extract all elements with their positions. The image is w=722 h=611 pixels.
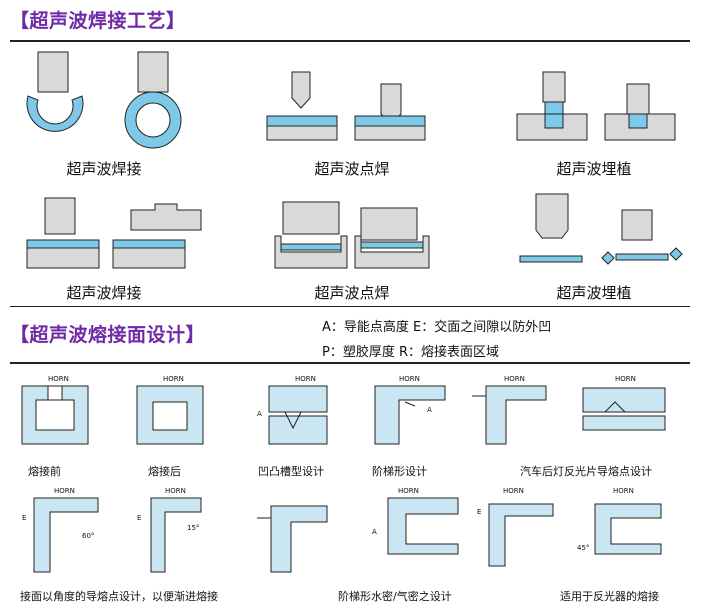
mark-a: A — [257, 410, 262, 418]
caption-weld-1: 超声波焊接 — [66, 160, 142, 178]
fig-ultrasonic-weld-flat — [26, 197, 202, 269]
horn-label: HORN — [615, 375, 636, 383]
fig-ultrasonic-spot-weld — [266, 71, 426, 141]
section2-divider — [10, 362, 690, 364]
mark-e: E — [137, 514, 141, 522]
angle-15: 15° — [187, 524, 199, 532]
caption-spot-weld-2: 超声波点焊 — [314, 284, 390, 302]
horn-label: HORN — [165, 487, 186, 495]
horn-label: HORN — [163, 375, 184, 383]
fig-angled-energy-director: HORN E 60° — [22, 487, 99, 573]
horn-label: HORN — [54, 487, 75, 495]
fig-ultrasonic-insert-2 — [519, 193, 683, 265]
fig-step-design: HORN A — [374, 375, 446, 445]
fig-angled-energy-director-2: HORN E 15° — [137, 487, 202, 573]
section1-divider — [10, 40, 690, 42]
label-angled-energy-director: 接面以角度的导熔点设计，以便渐进熔接 — [20, 590, 218, 603]
horn-label: HORN — [398, 487, 419, 495]
caption-insert-1: 超声波埋植 — [556, 160, 632, 178]
caption-weld-2: 超声波焊接 — [66, 284, 142, 302]
fig-before-welding: HORN — [21, 375, 89, 445]
horn-label: HORN — [399, 375, 420, 383]
label-step-watertight: 阶梯形水密/气密之设计 — [338, 590, 452, 603]
angle-60: 60° — [82, 532, 94, 540]
caption-spot-weld-1: 超声波点焊 — [314, 160, 390, 178]
horn-label: HORN — [48, 375, 69, 383]
label-before-welding: 熔接前 — [28, 465, 61, 478]
mark-a: A — [372, 528, 377, 536]
label-taillight-reflector: 汽车后灯反光片导熔点设计 — [520, 465, 652, 478]
fig-step-watertight-design: HORN A — [372, 487, 459, 555]
fig-ultrasonic-spot-weld-2 — [274, 201, 430, 269]
caption-insert-2: 超声波埋植 — [556, 284, 632, 302]
section2-top-divider — [10, 306, 690, 307]
fig-after-welding: HORN — [136, 375, 204, 445]
legend-line-1: A：导能点高度 E：交面之间隙以防外凹 — [322, 320, 552, 335]
mark-a: A — [427, 406, 432, 414]
horn-label: HORN — [613, 487, 634, 495]
fig-reflector-weld: HORN 45° — [577, 487, 662, 555]
angle-45: 45° — [577, 544, 589, 552]
fig-step-design-2: HORN — [472, 375, 547, 445]
section1-title: 【超声波焊接工艺】 — [10, 10, 186, 32]
mark-e: E — [477, 508, 481, 516]
fig-ultrasonic-weld-ring — [26, 51, 182, 149]
horn-label: HORN — [503, 487, 524, 495]
label-reflector-weld: 适用于反光器的熔接 — [560, 590, 659, 603]
legend-line-2: P：塑胶厚度 R：熔接表面区域 — [322, 345, 500, 360]
fig-step-watertight-design-2: HORN E — [477, 487, 554, 567]
fig-angled-energy-director-3 — [257, 505, 328, 573]
label-tongue-groove: 凹凸槽型设计 — [258, 465, 324, 478]
horn-label: HORN — [504, 375, 525, 383]
fig-tongue-groove-design: HORN A — [257, 375, 328, 445]
section2-title: 【超声波熔接面设计】 — [10, 324, 206, 346]
fig-ultrasonic-insert — [516, 71, 676, 141]
label-after-welding: 熔接后 — [148, 465, 181, 478]
horn-label: HORN — [295, 375, 316, 383]
mark-e: E — [22, 514, 26, 522]
label-step-design: 阶梯形设计 — [372, 465, 427, 478]
fig-taillight-reflector-design: HORN — [582, 375, 666, 431]
